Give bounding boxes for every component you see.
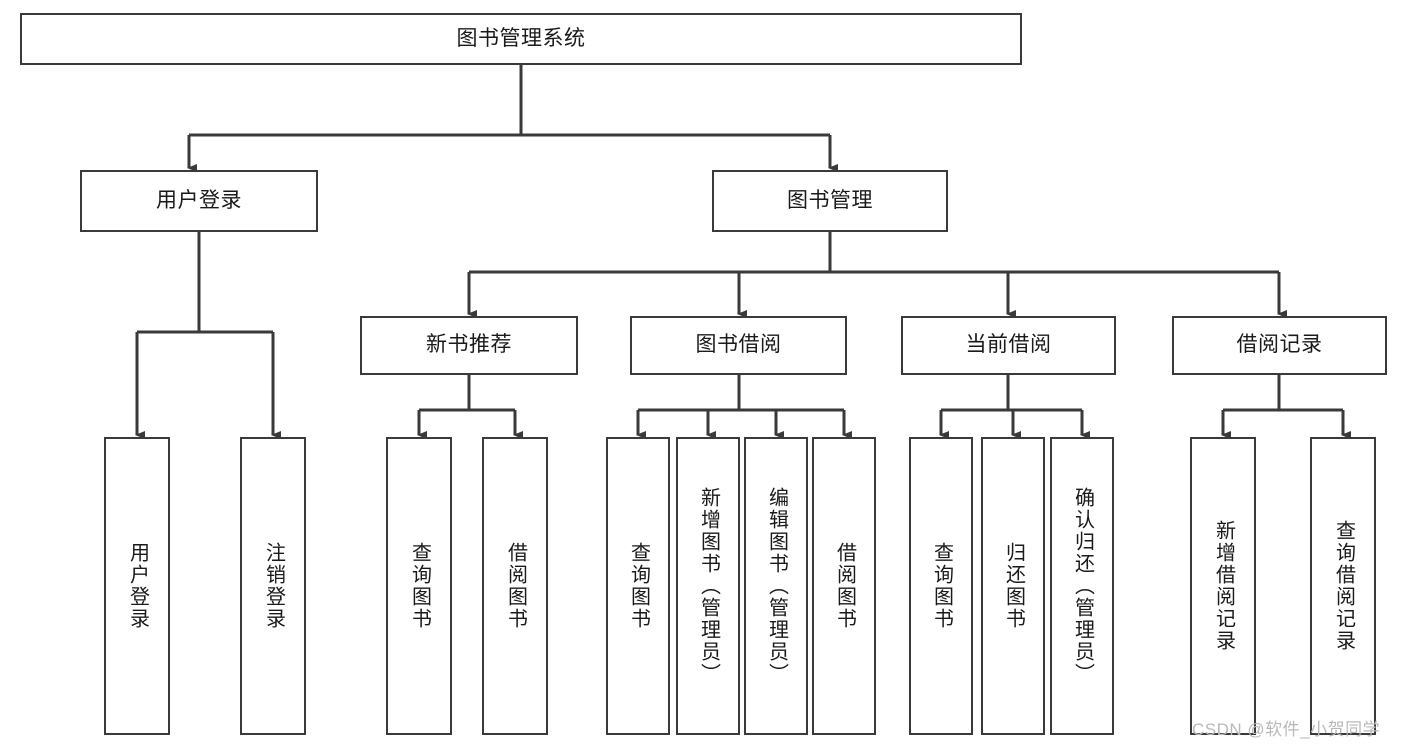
node-leaf-add-book[interactable]: 新增图书（管理员）: [676, 437, 740, 735]
node-book-borrow[interactable]: 图书借阅: [630, 316, 847, 375]
node-label: 借阅图书: [833, 542, 856, 630]
node-leaf-edit-book[interactable]: 编辑图书（管理员）: [744, 437, 808, 735]
node-leaf-query-record[interactable]: 查询借阅记录: [1310, 437, 1376, 735]
node-leaf-query-book-2[interactable]: 查询图书: [606, 437, 670, 735]
node-label: 当前借阅: [965, 333, 1052, 357]
node-leaf-query-book-1[interactable]: 查询图书: [386, 437, 452, 735]
node-label: 查询图书: [408, 542, 431, 630]
node-current-borrow[interactable]: 当前借阅: [901, 316, 1116, 375]
node-leaf-logout[interactable]: 注销登录: [240, 437, 306, 735]
node-label: 图书管理系统: [456, 26, 586, 50]
node-leaf-return-book[interactable]: 归还图书: [981, 437, 1045, 735]
node-borrow-record[interactable]: 借阅记录: [1172, 316, 1387, 375]
node-label: 图书借阅: [695, 333, 782, 357]
node-label: 确认归还（管理员）: [1071, 487, 1094, 685]
csdn-watermark: CSDN @软件_小贺同学: [1192, 720, 1381, 739]
node-label: 借阅记录: [1236, 333, 1323, 357]
node-label: 查询图书: [627, 542, 650, 630]
node-label: 新书推荐: [426, 333, 512, 357]
node-root[interactable]: 图书管理系统: [20, 13, 1022, 65]
node-label: 归还图书: [1002, 542, 1025, 630]
node-leaf-borrow-book-1[interactable]: 借阅图书: [482, 437, 548, 735]
node-leaf-user-login[interactable]: 用户登录: [104, 437, 170, 735]
node-label: 用户登录: [156, 188, 242, 212]
node-label: 查询图书: [930, 542, 953, 630]
node-label: 新增借阅记录: [1212, 520, 1235, 652]
edge-paths: [135, 65, 1351, 439]
node-leaf-add-record[interactable]: 新增借阅记录: [1190, 437, 1256, 735]
node-label: 查询借阅记录: [1332, 520, 1355, 652]
node-user-login[interactable]: 用户登录: [80, 170, 318, 232]
node-book-manage[interactable]: 图书管理: [712, 170, 948, 232]
node-leaf-query-book-3[interactable]: 查询图书: [909, 437, 973, 735]
node-leaf-confirm-return[interactable]: 确认归还（管理员）: [1050, 437, 1114, 735]
node-leaf-borrow-book-2[interactable]: 借阅图书: [812, 437, 876, 735]
node-label: 编辑图书（管理员）: [765, 487, 788, 685]
node-new-book-recommend[interactable]: 新书推荐: [360, 316, 578, 375]
node-label: 图书管理: [787, 188, 873, 212]
node-label: 注销登录: [262, 542, 285, 630]
node-label: 用户登录: [126, 542, 149, 630]
node-label: 借阅图书: [504, 542, 527, 630]
node-label: 新增图书（管理员）: [697, 487, 720, 685]
